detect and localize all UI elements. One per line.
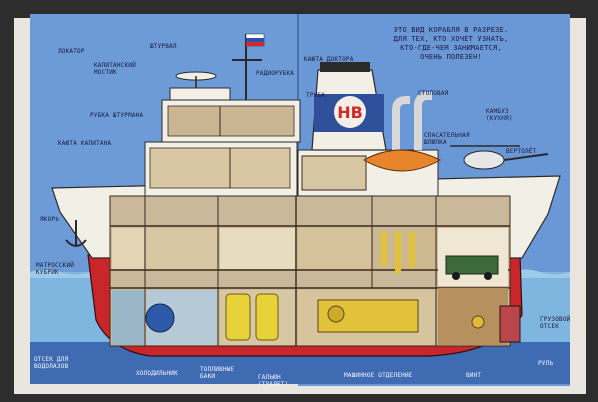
label-otsek-dlya-vodolazov: отсек для водолазов [34, 356, 69, 370]
label-galyun: гальюн (туалет) [258, 374, 289, 388]
propeller-room [438, 288, 508, 345]
fuel-tank-2 [255, 293, 279, 341]
label-spasatelnaya-shlyupka: спасательная шлюпка [424, 132, 470, 146]
label-matrosskiy-kubrik: матросский кубрик [36, 262, 75, 276]
label-kambuz: камбуз (кухня) [486, 108, 513, 122]
label-yakor: якорь [40, 216, 60, 223]
label-mashinnoe-otdelenie: машинное отделение [344, 372, 413, 379]
intro-line-1: это вид корабля в разрезе. [393, 26, 509, 34]
label-stolovaya: столовая [418, 90, 449, 97]
bunk-room [146, 228, 217, 269]
label-radiorubka: радиорубка [256, 70, 295, 77]
funnel-logo: HB [337, 103, 363, 122]
vent-pipe-1 [392, 96, 410, 150]
label-kapitanskiy-mostik: капитанский мостик [94, 62, 136, 76]
engine-flywheel [327, 305, 345, 323]
intro-line-4: очень полезен! [420, 53, 482, 61]
helicopter-body [463, 150, 505, 170]
engine-pipes [381, 232, 415, 274]
anchor-icon [65, 220, 87, 247]
label-gruzovoy-otsek: грузовой отсек [540, 316, 571, 330]
top-deck [169, 87, 231, 101]
label-rul: руль [538, 360, 554, 367]
label-vint: винт [466, 372, 482, 379]
captain-cabin [149, 147, 291, 189]
label-shturval: штурвал [150, 43, 177, 50]
rudder [499, 305, 521, 343]
engine-block [317, 299, 419, 333]
intro-line-2: для тех, кто хочет узнать, [393, 35, 509, 43]
fuel-tank-1 [225, 293, 251, 341]
cabin-room [220, 228, 295, 269]
funnel-top [320, 62, 370, 72]
intro-line-3: кто-где-чем занимается, [400, 44, 502, 52]
label-vertolet: вертолёт [506, 148, 537, 155]
galley-room [298, 228, 371, 269]
label-rubka-shturmana: рубка штурмана [90, 112, 144, 119]
intro-text: это вид корабля в разрезе. для тех, кто … [386, 26, 516, 62]
crew-room [112, 228, 144, 269]
label-toplivnye-baki: топливные баки [200, 366, 235, 380]
propeller [471, 315, 485, 329]
label-lokator: локатор [58, 48, 85, 55]
label-kayuta-doktora: каюта доктора [304, 56, 354, 63]
label-holodilnik: холодильник [136, 370, 178, 377]
truck [445, 255, 499, 275]
label-truba: труба [306, 92, 326, 99]
vent-pipe-2 [414, 92, 432, 150]
blue-boiler [145, 303, 175, 333]
lifeboat [362, 149, 442, 172]
label-kayuta-kapitana: каюта капитана [58, 140, 112, 147]
diver-compartment [112, 290, 144, 345]
doctor-cabin [301, 155, 367, 191]
